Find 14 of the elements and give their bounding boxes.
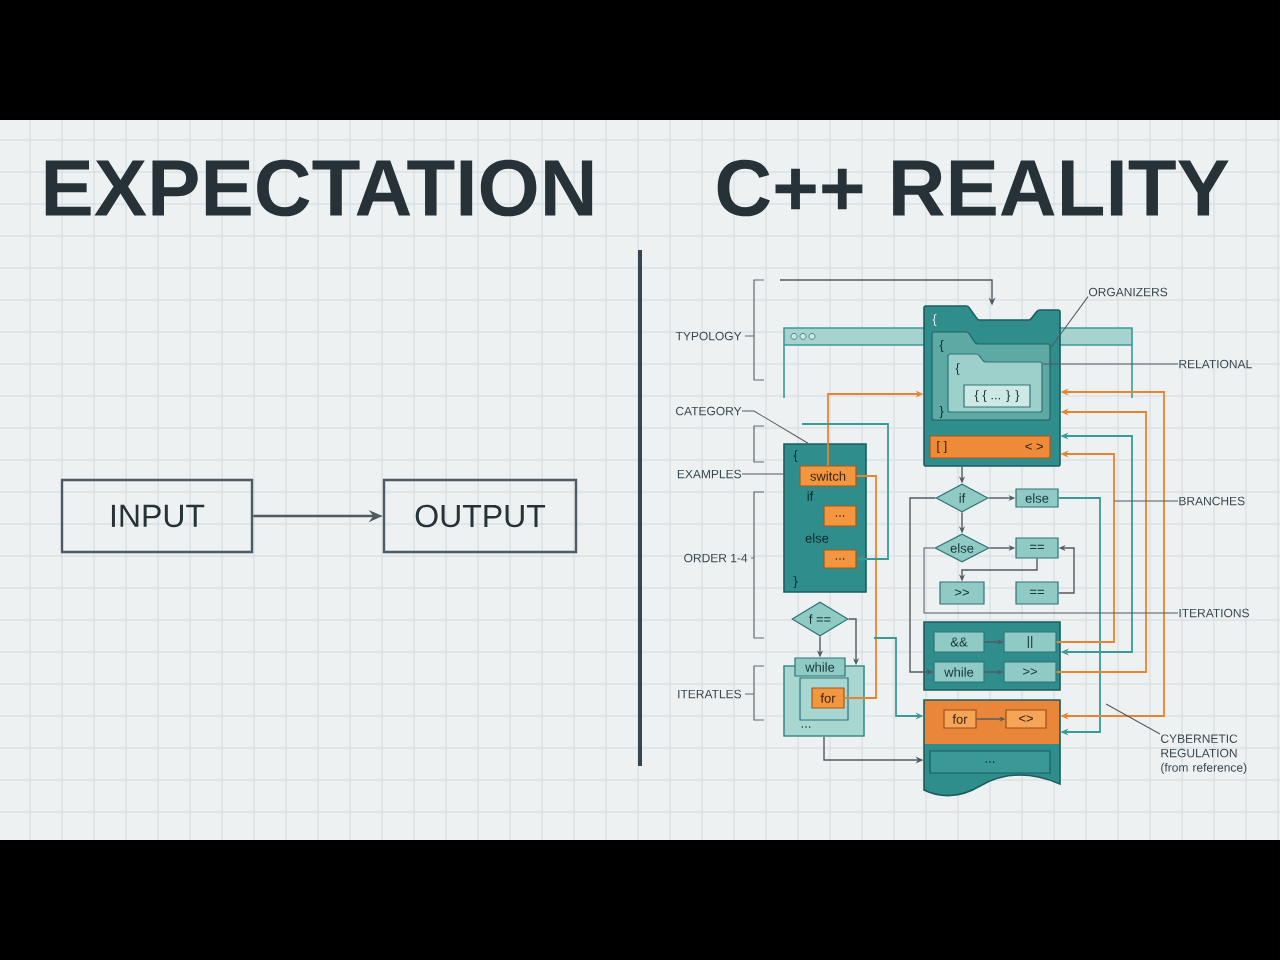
leader-line — [741, 473, 784, 475]
leader-line — [1041, 363, 1179, 365]
heading: C++ REALITY — [717, 159, 1229, 217]
leader-line — [1105, 703, 1161, 735]
arrow — [1057, 497, 1101, 736]
leader-line — [1049, 296, 1089, 349]
leader-line — [1113, 500, 1179, 502]
leader-line — [923, 547, 1179, 614]
leader-line — [741, 410, 809, 444]
arrow — [801, 423, 889, 563]
connector-line — [843, 475, 877, 699]
process-box: INPUT — [60, 478, 254, 554]
process-box: OUTPUT — [382, 478, 578, 554]
heading: EXPECTATION — [45, 159, 593, 217]
